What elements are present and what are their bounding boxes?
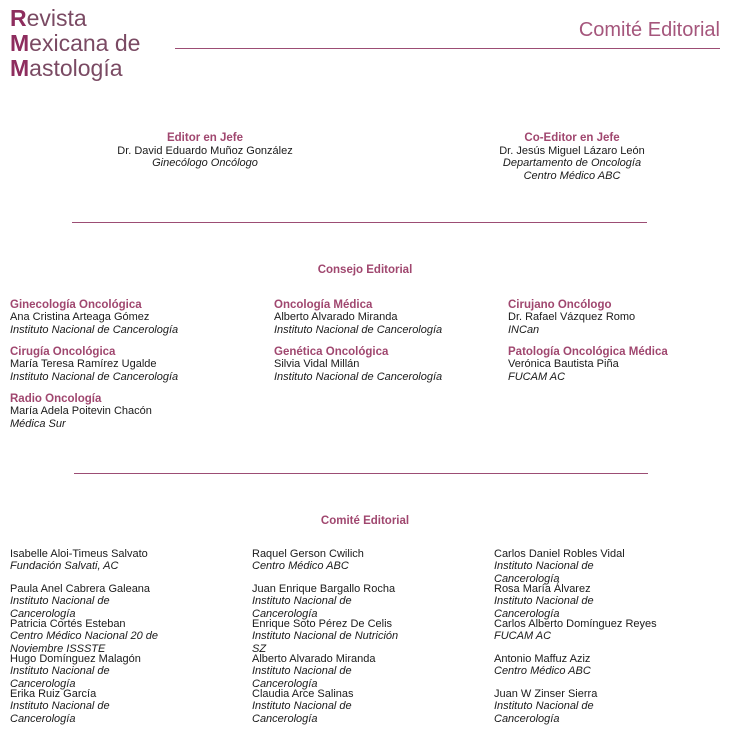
member-name: Dr. Rafael Vázquez Romo <box>508 311 636 324</box>
logo-line-3: Mastología <box>10 56 140 81</box>
logo-line-1: Revista <box>10 6 140 31</box>
member-name: María Teresa Ramírez Ugalde <box>10 358 157 371</box>
section-divider <box>72 222 647 223</box>
member-name: Alberto Alvarado Miranda <box>274 311 398 324</box>
member-name: Silvia Vidal Millán <box>274 358 360 371</box>
member-institution: Instituto Nacional de Cancerología <box>10 700 110 725</box>
editor-title: Editor en Jefe <box>166 132 244 144</box>
member-institution: Instituto Nacional de Cancerología <box>252 595 352 620</box>
editor-role: Ginecólogo Oncólogo <box>152 157 258 169</box>
member-institution: FUCAM AC <box>508 370 566 383</box>
member-name: Isabelle Aloi-Timeus Salvato <box>10 548 148 560</box>
member-name: Antonio Maffuz Aziz <box>494 653 591 665</box>
member-name: Raquel Gerson Cwilich <box>252 548 364 560</box>
logo-initial: M <box>10 55 30 81</box>
member-name: Verónica Bautista Piña <box>508 358 619 371</box>
member-name: Paula Anel Cabrera Galeana <box>10 583 151 595</box>
coeditor-department: Departamento de Oncología <box>502 157 642 169</box>
member-institution: Instituto Nacional de Cancerología <box>494 560 594 585</box>
member-name: Enrique Soto Pérez De Celis <box>252 618 393 630</box>
member-institution: Centro Médico Nacional 20 de Noviembre I… <box>10 630 158 655</box>
member-specialty: Radio Oncología <box>10 393 102 405</box>
member-name: Patricia Cortés Esteban <box>10 618 126 630</box>
header-divider <box>175 48 720 49</box>
member-name: Erika Ruiz García <box>10 688 97 700</box>
journal-logo: Revista Mexicana de Mastología <box>10 6 140 81</box>
member-specialty: Oncología Médica <box>274 299 373 311</box>
coeditor-institution: Centro Médico ABC <box>523 169 621 182</box>
member-specialty: Cirujano Oncólogo <box>508 299 612 311</box>
logo-initial: R <box>10 5 27 31</box>
member-institution: Centro Médico ABC <box>252 560 349 573</box>
member-name: Ana Cristina Arteaga Gómez <box>10 311 150 324</box>
member-institution: Médica Sur <box>10 417 66 430</box>
member-institution: Fundación Salvati, AC <box>10 560 119 573</box>
member-institution: Instituto Nacional de Cancerología <box>10 370 179 383</box>
logo-line-2: Mexicana de <box>10 31 140 56</box>
member-institution: Instituto Nacional de Cancerología <box>10 595 110 620</box>
member-name: Juan Enrique Bargallo Rocha <box>252 583 396 595</box>
logo-rest: astología <box>29 55 123 81</box>
section-divider <box>74 473 648 474</box>
logo-rest: exicana de <box>29 30 141 56</box>
member-institution: Instituto Nacional de Cancerología <box>10 323 179 336</box>
coeditor-name: Dr. Jesús Miguel Lázaro León <box>499 144 645 157</box>
member-institution: Instituto Nacional de Nutrición SZ <box>252 630 399 655</box>
header-title: Comité Editorial <box>578 19 720 41</box>
member-institution: FUCAM AC <box>494 630 552 643</box>
member-name: Hugo Domínguez Malagón <box>10 653 141 665</box>
member-institution: Centro Médico ABC <box>494 665 591 678</box>
member-institution: Instituto Nacional de Cancerología <box>10 665 110 690</box>
member-name: Carlos Alberto Domínguez Reyes <box>494 618 657 630</box>
coeditor-title: Co-Editor en Jefe <box>524 132 620 144</box>
member-institution: INCan <box>508 323 540 336</box>
logo-initial: M <box>10 30 30 56</box>
member-name: María Adela Poitevin Chacón <box>10 405 152 418</box>
member-name: Juan W Zinser Sierra <box>494 688 598 700</box>
editor-name: Dr. David Eduardo Muñoz González <box>117 144 293 157</box>
coeditor-block: Co-Editor en Jefe Dr. Jesús Miguel Lázar… <box>447 132 697 182</box>
member-institution: Instituto Nacional de Cancerología <box>494 700 594 725</box>
editor-block: Editor en Jefe Dr. David Eduardo Muñoz G… <box>80 132 330 170</box>
logo-rest: evista <box>26 5 87 31</box>
member-specialty: Patología Oncológica Médica <box>508 346 668 358</box>
member-institution: Instituto Nacional de Cancerología <box>274 323 443 336</box>
member-specialty: Genética Oncológica <box>274 346 389 358</box>
member-institution: Instituto Nacional de Cancerología <box>274 370 443 383</box>
member-specialty: Ginecología Oncológica <box>10 299 142 311</box>
member-institution: Instituto Nacional de Cancerología <box>494 595 594 620</box>
member-name: Claudia Arce Salinas <box>252 688 354 700</box>
member-name: Carlos Daniel Robles Vidal <box>494 548 625 560</box>
member-institution: Instituto Nacional de Cancerología <box>252 700 352 725</box>
member-name: Alberto Alvarado Miranda <box>252 653 376 665</box>
member-institution: Instituto Nacional de Cancerología <box>252 665 352 690</box>
consejo-title: Consejo Editorial <box>317 264 413 276</box>
member-name: Rosa María Álvarez <box>494 583 591 595</box>
comite-title: Comité Editorial <box>320 515 410 527</box>
member-specialty: Cirugía Oncológica <box>10 346 116 358</box>
